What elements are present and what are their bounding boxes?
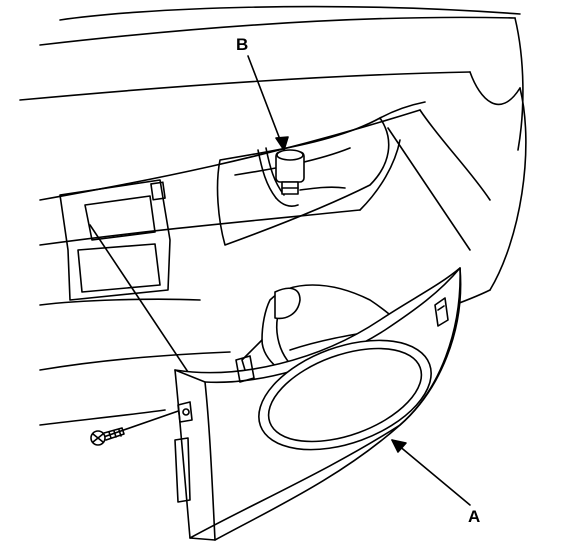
hood-lines (19, 5, 524, 151)
callout-label-b: B (236, 35, 249, 54)
callout-arrow-a (391, 439, 471, 506)
connector-b (275, 149, 305, 195)
cover-panel-a (174, 267, 462, 541)
mounting-cavity (216, 101, 426, 246)
grille-opening (59, 179, 171, 301)
mounting-screw (90, 427, 125, 446)
callout-arrow-b (247, 55, 289, 151)
callout-label-a: A (468, 507, 481, 526)
